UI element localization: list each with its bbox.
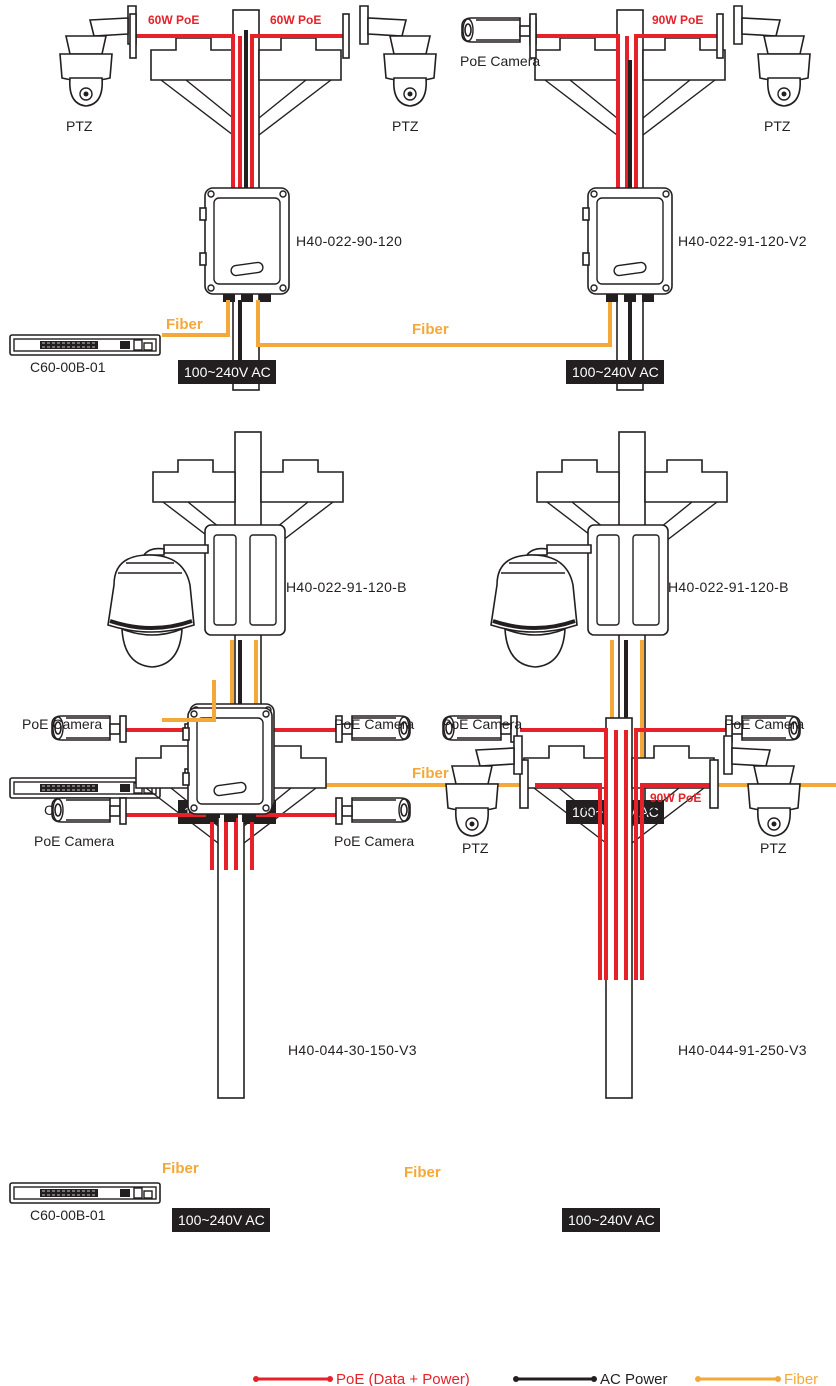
fiber-label: Fiber [412, 321, 449, 338]
pole-mount [130, 14, 136, 58]
legend-poe-label: PoE (Data + Power) [336, 1371, 470, 1386]
network-switch [10, 1183, 160, 1203]
ptz-camera [360, 6, 436, 106]
ptz-label: PTZ [392, 118, 419, 134]
poe-label: 90W PoE [650, 791, 701, 805]
enclosure-model-label: H40-044-91-250-V3 [678, 1042, 807, 1058]
pole-mount [343, 14, 349, 58]
ptz-label: PTZ [462, 840, 489, 856]
poe-camera-icon [336, 798, 410, 824]
poe-label: 60W PoE [270, 13, 321, 27]
enclosure [183, 708, 272, 822]
network-switch [10, 335, 160, 355]
ptz-label: PTZ [764, 118, 791, 134]
legend-ac-label: AC Power [600, 1371, 668, 1386]
pole-mount [530, 14, 536, 58]
fiber-label: Fiber [412, 765, 449, 782]
legend: PoE (Data + Power) AC Power Fiber [253, 1371, 818, 1386]
enclosure-model-label: H40-022-90-120 [296, 233, 402, 249]
fiber-label: Fiber [166, 316, 203, 333]
poe-camera-label: PoE Camera [724, 716, 804, 732]
ptz-label: PTZ [66, 118, 93, 134]
poe-camera-label: PoE Camera [334, 716, 414, 732]
pole-mount [710, 760, 718, 808]
ptz-camera [60, 6, 136, 106]
poe-label: 90W PoE [652, 13, 703, 27]
poe-camera-label: PoE Camera [334, 833, 414, 849]
legend-fiber-label: Fiber [784, 1371, 818, 1386]
ac-label: 100~240V AC [184, 364, 271, 380]
enclosure-model-label: H40-044-30-150-V3 [288, 1042, 417, 1058]
scenario-1-right [535, 10, 725, 390]
enclosure-model-label: H40-022-91-120-B [668, 579, 789, 595]
enclosure-model-label: H40-022-91-120-V2 [678, 233, 807, 249]
switch-label: C60-00B-01 [30, 359, 106, 375]
poe-camera-label: PoE Camera [22, 716, 102, 732]
poe-camera-icon [462, 18, 536, 44]
ac-label: 100~240V AC [178, 1212, 265, 1228]
enclosure-model-label: H40-022-91-120-B [286, 579, 407, 595]
ac-label: 100~240V AC [568, 1212, 655, 1228]
poe-camera-label: PoE Camera [460, 53, 540, 69]
fiber-label: Fiber [162, 1160, 199, 1177]
fiber-label: Fiber [404, 1164, 441, 1181]
poe-camera-label: PoE Camera [34, 833, 114, 849]
pole-mount [717, 14, 723, 58]
ptz-label: PTZ [760, 840, 787, 856]
poe-label: 60W PoE [148, 13, 199, 27]
ac-label: 100~240V AC [572, 364, 659, 380]
poe-camera-label: PoE Camera [442, 716, 522, 732]
scenario-3-right [520, 718, 726, 1098]
ptz-camera [734, 6, 810, 106]
switch-label: C60-00B-01 [30, 1207, 106, 1223]
